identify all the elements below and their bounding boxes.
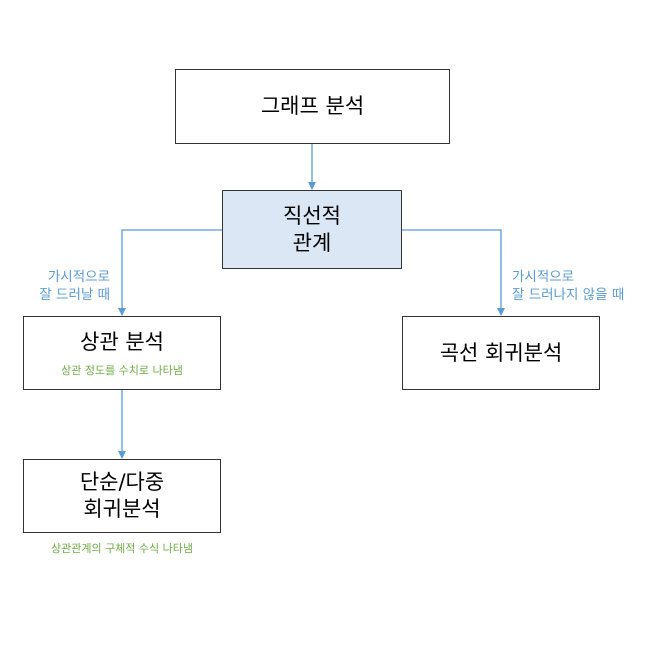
node-curve-label: 곡선 회귀분석 [439, 340, 563, 365]
edge-label-right: 가시적으로 잘 드러나지 않을 때 [512, 269, 625, 303]
node-correlation-note: 상관 정도를 수치로 나타냄 [61, 363, 183, 377]
arrow-linear-to-correlation [118, 229, 222, 316]
node-root: 그래프 분석 [175, 69, 450, 144]
node-root-label: 그래프 분석 [260, 94, 365, 118]
node-linear-label: 직선적 관계 [283, 203, 341, 255]
node-correlation-label: 상관 분석 [80, 329, 164, 354]
node-correlation: 상관 분석 상관 정도를 수치로 나타냄 [23, 316, 221, 390]
node-regression-label: 단순/다중 회귀분석 [79, 470, 165, 521]
edge-label-left: 가시적으로 잘 드러날 때 [39, 269, 110, 303]
node-linear: 직선적 관계 [222, 190, 402, 269]
node-curve: 곡선 회귀분석 [402, 316, 600, 390]
node-regression-note: 상관관계의 구체적 수식 나타냄 [50, 542, 194, 555]
arrow-linear-to-curve [402, 229, 505, 316]
node-regression: 단순/다중 회귀분석 [23, 459, 221, 533]
